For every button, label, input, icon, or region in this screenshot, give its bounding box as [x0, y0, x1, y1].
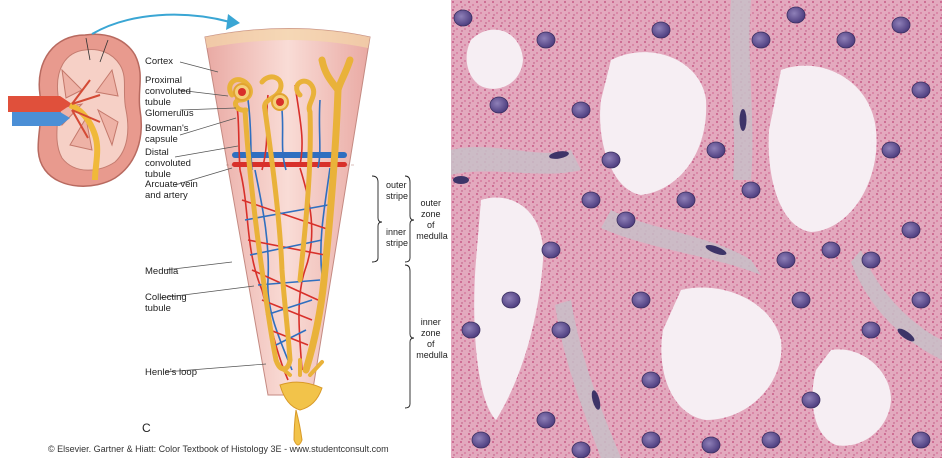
panel-letter: C [142, 421, 151, 435]
label-henles-loop: Henle's loop [145, 367, 197, 378]
nucleus [912, 432, 930, 448]
nucleus [837, 32, 855, 48]
nucleus [454, 10, 472, 26]
nucleus [552, 322, 570, 338]
nucleus [537, 412, 555, 428]
nucleus [642, 372, 660, 388]
zoom-arrow [92, 15, 230, 34]
nucleus [702, 437, 720, 453]
nucleus [490, 97, 508, 113]
nucleus [752, 32, 770, 48]
label-collecting-tubule: Collecting tubule [145, 292, 189, 314]
nucleus [537, 32, 555, 48]
nucleus [462, 322, 480, 338]
zone-brackets [372, 176, 414, 408]
histology-micrograph [451, 0, 942, 458]
nucleus [892, 17, 910, 33]
nucleus [642, 432, 660, 448]
label-outer-stripe: outer stripe [386, 180, 409, 201]
nucleus [582, 192, 600, 208]
nucleus [472, 432, 490, 448]
label-medulla: Medulla [145, 266, 179, 277]
label-proximal-tubule: Proximal convoluted tubule [145, 75, 194, 108]
nucleus [912, 292, 930, 308]
nucleus [502, 292, 520, 308]
nucleus [762, 432, 780, 448]
label-distal-tubule: Distal convoluted tubule [145, 147, 194, 180]
nucleus [787, 7, 805, 23]
nucleus [572, 102, 590, 118]
nucleus [572, 442, 590, 458]
nucleus [777, 252, 795, 268]
label-outer-zone-medulla: outer zone of medulla [416, 198, 448, 241]
nucleus [707, 142, 725, 158]
nucleus [652, 22, 670, 38]
nucleus [862, 322, 880, 338]
nucleus [822, 242, 840, 258]
nucleus [742, 182, 760, 198]
nucleus [882, 142, 900, 158]
nucleus [862, 252, 880, 268]
copyright-credit: © Elsevier. Gartner & Hiatt: Color Textb… [48, 444, 389, 454]
nucleus [677, 192, 695, 208]
label-glomerulus: Glomerulus [145, 108, 194, 119]
nucleus [542, 242, 560, 258]
nucleus [792, 292, 810, 308]
nucleus [912, 82, 930, 98]
kidney-illustration [8, 34, 141, 186]
nucleus [632, 292, 650, 308]
label-inner-zone-medulla: inner zone of medulla [416, 317, 448, 360]
nucleus [902, 222, 920, 238]
nucleus [617, 212, 635, 228]
nucleus [802, 392, 820, 408]
label-inner-stripe: inner stripe [386, 227, 409, 248]
nucleus [602, 152, 620, 168]
nephron-diagram: Cortex Proximal convoluted tubule Glomer… [0, 0, 450, 458]
label-cortex: Cortex [145, 56, 173, 67]
label-arcuate-vessels: Arcuate vein and artery [145, 179, 200, 201]
